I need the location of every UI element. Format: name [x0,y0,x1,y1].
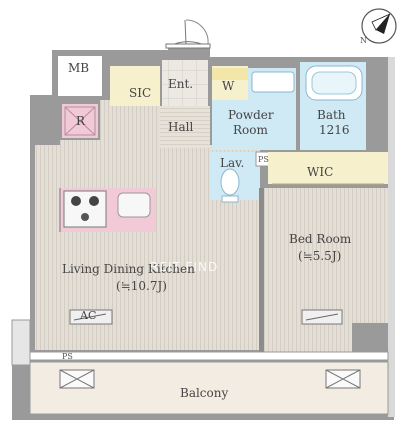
entrance-area [162,60,208,106]
sic-closet [110,66,160,106]
label-ac: AC [80,309,97,322]
label-pipe-space: PS [258,155,269,164]
exterior-wall-right [388,57,395,417]
label-entrance: Ent. [168,77,194,91]
label-mb: MB [68,61,90,75]
toilet-icon [220,168,240,196]
label-powder-room-1: Powder [228,108,274,122]
label-ldk-name: Living Dining Kitchen [62,262,195,276]
front-door [165,19,211,49]
sink-icon [117,192,151,218]
label-ps-small: PS [62,352,73,361]
outdoor-unit-icon [325,369,361,389]
walk-in-closet [268,152,388,184]
label-lavatory: Lav. [220,156,245,170]
label-bedroom-name: Bed Room [289,232,352,246]
label-compass-north: N [360,36,367,45]
label-wic: WIC [307,165,334,179]
vanity-icon [251,71,295,93]
label-powder-room-2: Room [233,123,268,137]
watermark-text: REIT FIND [150,260,219,274]
mb-room [58,56,102,96]
hall-area [160,106,210,148]
outdoor-unit-icon [59,369,95,389]
label-ldk-size: (≒10.7J) [116,279,167,293]
label-balcony: Balcony [180,386,229,400]
powder-room [212,100,296,150]
label-bath-1: Bath [317,108,346,122]
label-bath-2: 1216 [319,123,350,137]
exterior-block-left [11,319,31,366]
stove-icon [63,190,107,228]
bedroom [264,188,352,354]
label-sic: SIC [129,86,152,100]
compass-icon [361,8,397,44]
label-hall: Hall [168,120,194,134]
label-washer: W [222,79,235,93]
label-bedroom-size: (≒5.5J) [298,249,342,263]
label-refrigerator: R [76,114,86,128]
